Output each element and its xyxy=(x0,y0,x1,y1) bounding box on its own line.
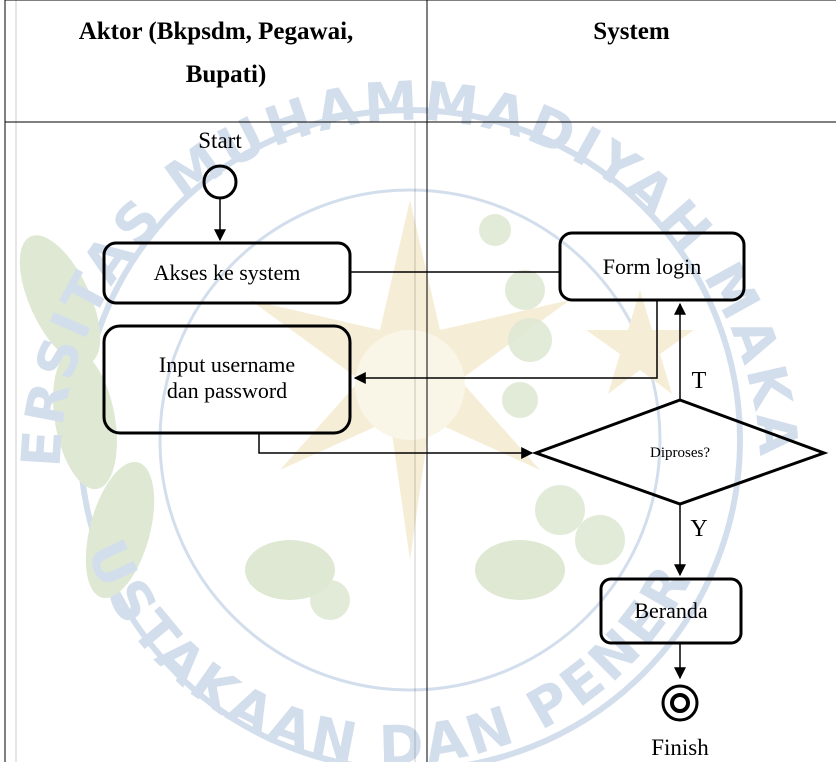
decision-label: Diproses? xyxy=(650,445,710,461)
actor-lane-title-line1: Aktor (Bkpsdm, Pegawai, xyxy=(78,18,354,45)
swimlane-frame xyxy=(4,0,836,762)
input-credentials-label: Input username dan password xyxy=(104,352,350,404)
start-label: Start xyxy=(198,128,242,153)
actor-lane-title: Aktor (Bkpsdm, Pegawai, Bupati) xyxy=(5,10,427,96)
form-login-label: Form login xyxy=(602,254,702,279)
input-credentials-line2: dan password xyxy=(166,378,288,403)
home-label: Beranda xyxy=(634,598,708,623)
decision-yes-label: Y xyxy=(690,516,708,542)
access-system-node xyxy=(102,241,352,305)
flow-form-login-to-input xyxy=(353,300,658,384)
access-system-label: Akses ke system xyxy=(153,260,301,285)
form-login-node xyxy=(558,231,746,302)
input-credentials-line1: Input username xyxy=(158,352,296,377)
input-credentials-node xyxy=(102,324,352,435)
finish-node xyxy=(661,684,699,722)
finish-label: Finish xyxy=(651,735,709,760)
home-node xyxy=(599,577,743,645)
actor-lane-title-line2: Bupati) xyxy=(185,61,267,88)
start-node xyxy=(202,164,238,200)
flow-input-to-decision xyxy=(258,433,534,459)
decision-no-label: T xyxy=(691,368,707,394)
system-lane-title: System xyxy=(593,18,670,45)
